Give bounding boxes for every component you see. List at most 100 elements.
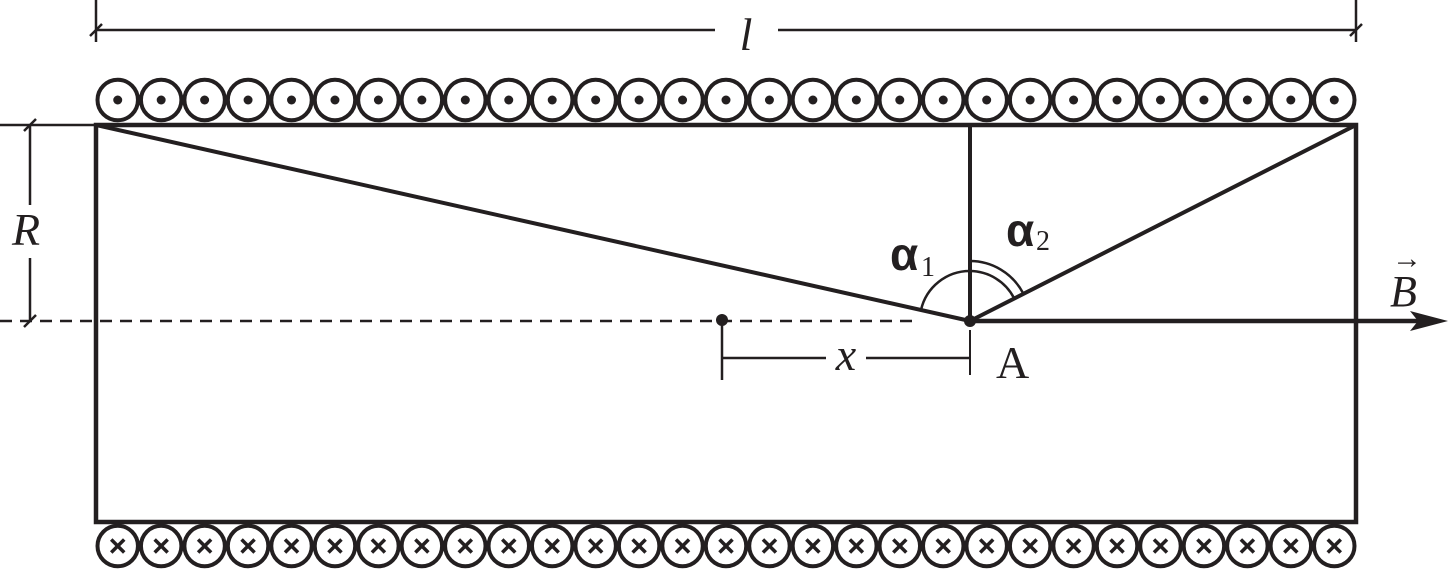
coil-out-of-page (399, 77, 445, 123)
line-to-right-end (969, 123, 1357, 323)
current-cross-icon-stroke (153, 538, 169, 554)
current-dot-icon (1069, 95, 1079, 105)
current-cross-icon-stroke (196, 538, 213, 554)
radius-dimension: R (0, 118, 96, 328)
coil-into-page (964, 523, 1009, 569)
coil-into-page (921, 523, 966, 569)
current-cross-icon-stroke (587, 538, 604, 554)
current-cross-icon-stroke (1283, 538, 1299, 554)
coil-into-page (443, 523, 488, 569)
solenoid-body (93, 122, 1359, 525)
alpha1-subscript: 1 (921, 252, 935, 283)
alpha2-label: α (1006, 204, 1034, 256)
coil-out-of-page (443, 77, 488, 123)
coil-into-page (1007, 523, 1053, 569)
coil-wire-circle (529, 77, 575, 123)
coil-wire-circle (95, 77, 140, 123)
coil-wire-circle (703, 77, 749, 123)
coil-wire-circle (616, 77, 662, 123)
coil-into-page (1268, 523, 1314, 569)
coil-wire-circle (1051, 77, 1096, 123)
line-to-left-end (95, 123, 971, 323)
alpha1-label: α (890, 228, 918, 280)
current-dot-icon (1286, 95, 1296, 105)
coil-into-page (269, 523, 314, 569)
current-dot-icon (1329, 95, 1339, 105)
coil-wire-circle (95, 523, 140, 569)
coil-out-of-page (877, 77, 923, 123)
current-cross-icon-stroke (1196, 538, 1212, 554)
current-dot-icon (1112, 95, 1122, 105)
coil-out-of-page (703, 77, 749, 123)
coil-into-page (660, 523, 705, 569)
coil-into-page (703, 523, 749, 569)
length-mark-left (89, 23, 103, 37)
current-dot-icon (678, 95, 688, 105)
alpha1-arc (919, 269, 971, 311)
coil-wire-circle (312, 77, 358, 123)
coil-into-page (1181, 523, 1227, 569)
coil-out-of-page (529, 77, 575, 123)
coil-wire-circle (616, 523, 662, 569)
coil-out-of-page (1181, 77, 1227, 123)
coil-into-page (1225, 523, 1270, 569)
coil-wire-circle (573, 523, 618, 569)
coil-wire-circle (529, 523, 575, 569)
coil-wire-circle (225, 523, 271, 569)
current-cross-icon-stroke (935, 538, 951, 554)
coil-wire-circle (1181, 523, 1227, 569)
coil-wire-circle (443, 523, 488, 569)
coil-out-of-page (660, 77, 705, 123)
coil-out-of-page (1312, 77, 1357, 123)
current-cross-icon-stroke (805, 538, 821, 554)
coil-into-page (182, 523, 227, 569)
current-cross-icon-stroke (109, 538, 126, 554)
current-dot-icon (851, 95, 861, 105)
coil-out-of-page (486, 77, 531, 123)
coil-out-of-page (1051, 77, 1096, 123)
coil-wire-circle (1268, 77, 1314, 123)
current-cross-icon-stroke (1065, 538, 1082, 554)
coil-wire-circle (877, 523, 923, 569)
current-dot-icon (808, 95, 818, 105)
coil-into-page (95, 523, 140, 569)
coil-wire-circle (182, 77, 227, 123)
current-cross-icon-stroke (283, 538, 300, 554)
current-dot-icon (243, 95, 253, 105)
coil-wire-circle (834, 523, 879, 569)
current-dot-icon (1155, 95, 1165, 105)
coil-out-of-page (834, 77, 879, 123)
coil-wire-circle (356, 523, 401, 569)
point-a-dot (964, 315, 976, 327)
current-cross-icon-stroke (1109, 538, 1125, 554)
coil-wire-circle (573, 77, 618, 123)
coil-out-of-page (95, 77, 140, 123)
radius-mark-top (23, 118, 37, 132)
point-a-label: A (996, 337, 1029, 388)
current-cross-icon-stroke (457, 538, 474, 554)
field-vector-arrow: → (1392, 242, 1422, 275)
coil-wire-circle (1007, 523, 1053, 569)
current-cross-icon-stroke (892, 538, 908, 554)
current-cross-icon-stroke (370, 538, 387, 554)
current-dot-icon (287, 95, 297, 105)
current-cross-icon-stroke (544, 538, 560, 554)
coil-wire-circle (1138, 523, 1183, 569)
current-cross-icon-stroke (1239, 538, 1256, 554)
coil-wire-circle (703, 523, 749, 569)
coil-into-page (1312, 523, 1357, 569)
field-arrowhead (1410, 311, 1448, 331)
coil-wire-circle (269, 77, 314, 123)
current-dot-icon (1025, 95, 1035, 105)
current-dot-icon (504, 95, 514, 105)
coil-wire-circle (790, 523, 836, 569)
current-cross-icon-stroke (414, 538, 430, 554)
coil-wire-circle (399, 77, 445, 123)
coil-wire-circle (1312, 77, 1357, 123)
coil-wire-circle (1007, 77, 1053, 123)
current-dot-icon (417, 95, 427, 105)
bottom-coil-row (95, 523, 1357, 569)
current-dot-icon (547, 95, 557, 105)
current-dot-icon (982, 95, 992, 105)
coil-into-page (877, 523, 923, 569)
